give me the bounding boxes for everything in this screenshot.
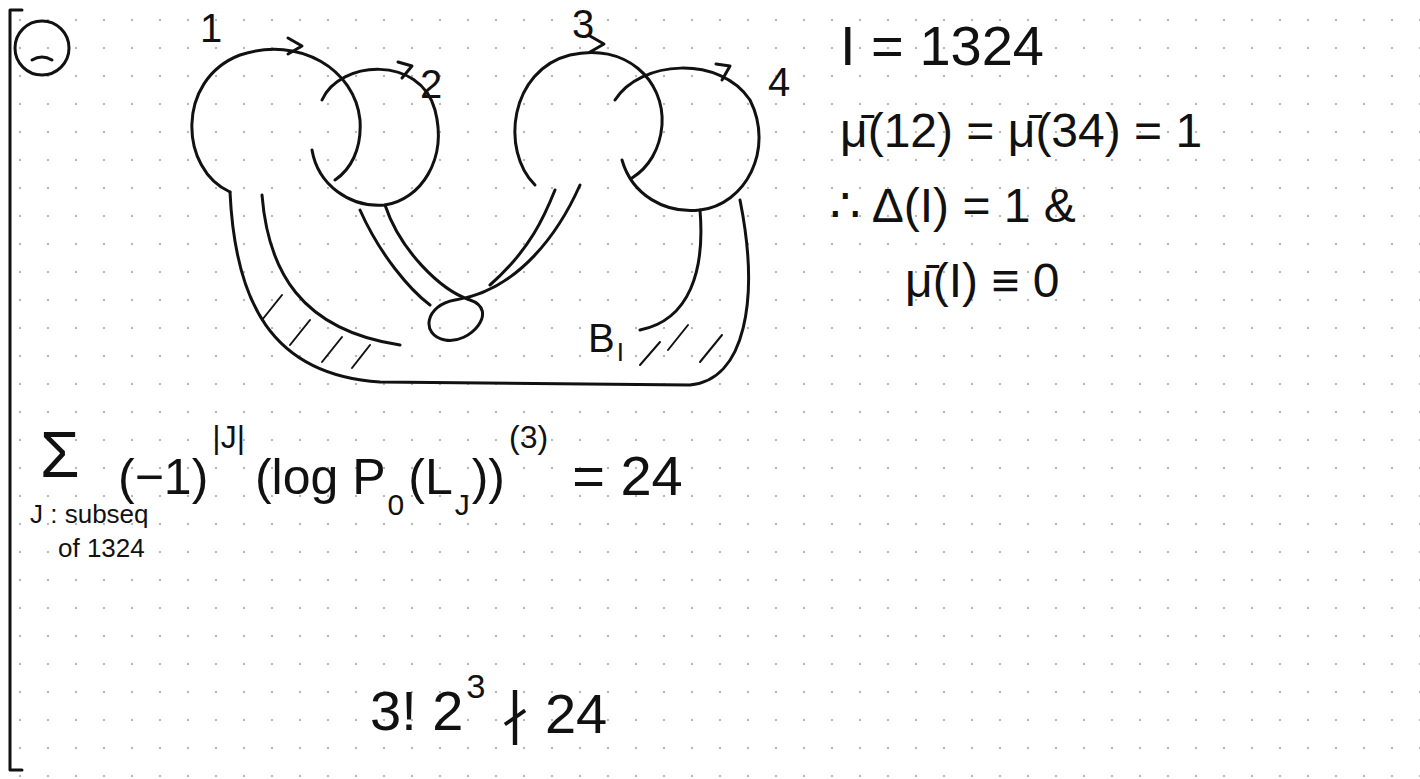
math-label: 4	[768, 60, 790, 104]
math-label: ))	[472, 450, 505, 505]
math-label: J	[455, 488, 470, 521]
math-label: μ̄(12) = μ̄(34) = 1	[840, 105, 1202, 158]
math-label: 3	[572, 2, 594, 46]
math-label: |J|	[212, 420, 245, 455]
math-label: I = 1324	[840, 15, 1044, 77]
math-label: ∴ Δ(I) = 1 &	[830, 180, 1076, 233]
math-label: (log P	[255, 450, 386, 505]
math-label: 1	[200, 6, 222, 50]
math-label: 3! 2	[370, 680, 463, 742]
math-label: μ̄(I) ≡ 0	[905, 255, 1059, 308]
math-label: Σ	[40, 420, 80, 490]
math-label: 3	[466, 668, 485, 705]
math-label: of 1324	[58, 534, 145, 563]
math-label: = 24	[572, 445, 683, 507]
math-label: B	[588, 316, 615, 360]
math-label: I	[617, 338, 624, 367]
math-label: 0	[388, 488, 405, 521]
math-label: (L	[408, 450, 452, 505]
math-label: (−1)	[118, 450, 208, 505]
math-label: ∤ 24	[501, 683, 607, 745]
math-label: 2	[420, 62, 442, 106]
math-label: (3)	[509, 420, 548, 455]
